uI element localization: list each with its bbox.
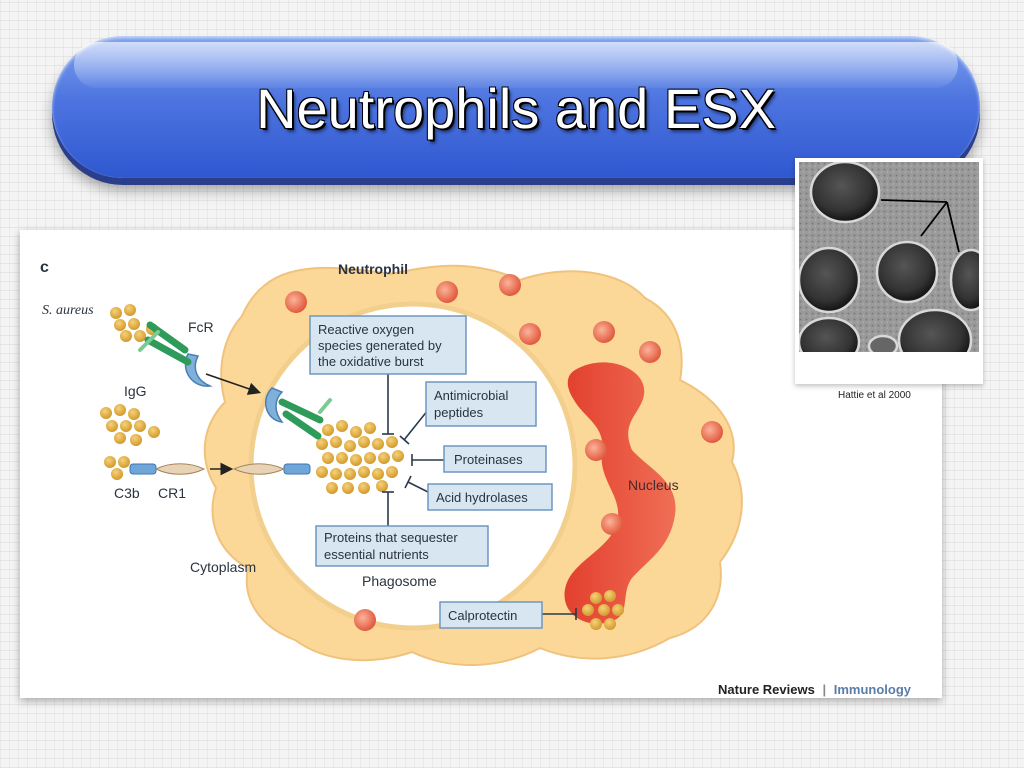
cr1-receptor — [129, 463, 311, 475]
acid-hydrolases-box — [427, 483, 553, 511]
panel-letter: c — [40, 259, 49, 276]
title-bar: Neutrophils and ESX — [52, 36, 980, 178]
nucleus — [564, 362, 676, 624]
electron-micrograph — [795, 158, 983, 384]
granule — [701, 421, 723, 443]
neutrophil-figure: c Neutrophil S. aureus FcR IgG C3b CR1 C… — [20, 230, 942, 698]
granule — [285, 291, 307, 313]
ros-box — [309, 315, 467, 375]
granule — [436, 281, 458, 303]
label-c3b: C3b — [114, 485, 140, 501]
label-phagosome: Phagosome — [362, 573, 437, 589]
engulfed-bacteria — [316, 420, 404, 494]
sequester-line-1: Proteins that sequester — [324, 530, 458, 545]
granules — [285, 274, 723, 631]
label-s-aureus: S. aureus — [42, 303, 94, 318]
label-cr1: CR1 — [158, 485, 186, 501]
inhibition-lines — [382, 374, 577, 620]
proteinases-label: Proteinases — [454, 452, 523, 467]
granule — [354, 609, 376, 631]
sequester-proteins-box — [315, 525, 489, 567]
slide-title: Neutrophils and ESX — [256, 77, 776, 140]
granule — [639, 341, 661, 363]
amp-line-1: Antimicrobial — [434, 388, 509, 403]
source-journal: Nature Reviews — [718, 682, 815, 697]
ros-line-3: the oxidative burst — [318, 354, 424, 369]
ros-line-1: Reactive oxygen — [318, 322, 414, 337]
proteinases-box — [443, 445, 547, 473]
ros-line-2: species generated by — [318, 338, 442, 353]
fcr-internalization-arrow — [205, 373, 262, 395]
label-neutrophil: Neutrophil — [338, 261, 408, 277]
internalized-fc-receptor — [264, 387, 332, 440]
calprotectin-box — [439, 601, 543, 629]
source-separator: | — [822, 682, 826, 697]
calprotectin-label: Calprotectin — [448, 608, 517, 623]
granule — [601, 513, 623, 535]
fc-receptor — [138, 321, 213, 387]
micrograph-image — [799, 162, 979, 352]
label-igg: IgG — [124, 383, 147, 399]
granule — [519, 323, 541, 345]
label-cytoplasm: Cytoplasm — [190, 559, 256, 575]
source-section: Immunology — [834, 682, 912, 697]
sequester-line-2: essential nutrients — [324, 547, 429, 562]
text-boxes — [309, 315, 553, 629]
neutrophil-diagram: c Neutrophil S. aureus FcR IgG C3b CR1 C… — [40, 259, 912, 697]
micrograph-caption: Hattie et al 2000 — [838, 390, 911, 401]
granule — [593, 321, 615, 343]
granule — [585, 439, 607, 461]
calprotectin-bacteria — [582, 590, 624, 630]
label-nucleus: Nucleus — [628, 477, 679, 493]
granule — [499, 274, 521, 296]
source-credit: Nature Reviews | Immunology — [718, 682, 912, 697]
acid-hydrolases-label: Acid hydrolases — [436, 490, 528, 505]
label-fcr: FcR — [188, 319, 214, 335]
amp-line-2: peptides — [434, 405, 484, 420]
antimicrobial-peptides-box — [425, 381, 537, 427]
